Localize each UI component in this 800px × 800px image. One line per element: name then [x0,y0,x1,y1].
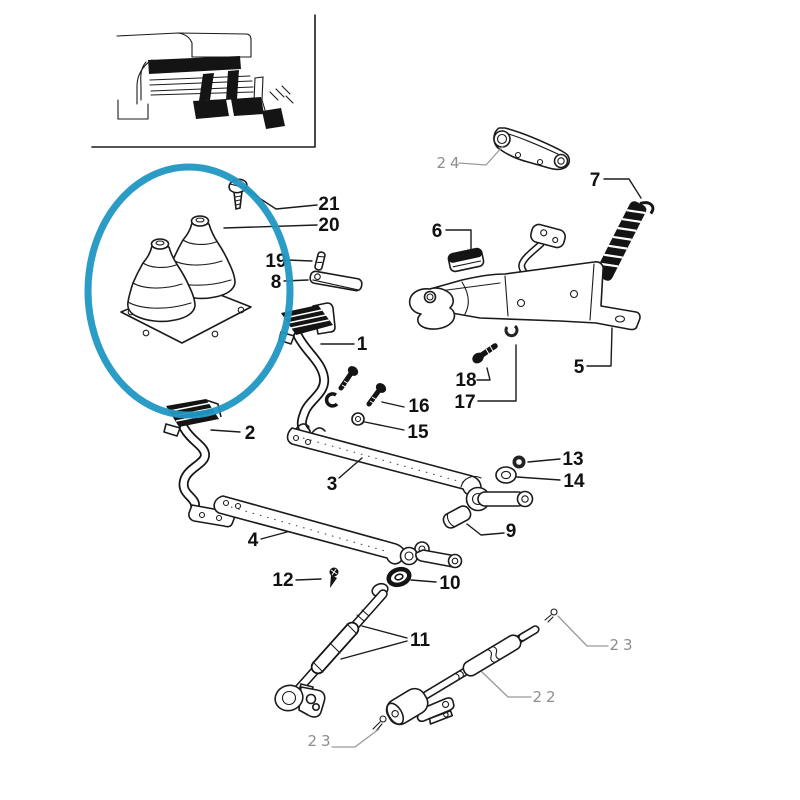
callout-11: 11 [410,630,431,651]
inset-hatch [269,85,294,104]
part-rod-11 [274,582,389,718]
leader-20 [223,224,318,229]
callout-7: 7 [590,170,601,191]
part-cotter-pin-23-upper [544,608,558,623]
leader-24 [458,145,504,166]
part-screw-12 [329,567,339,588]
leader-23-lower [331,728,380,748]
part-arm-3 [286,423,534,512]
callout-18: 18 [455,370,476,391]
part-bushing-9 [442,505,472,529]
inset-frame [91,14,316,148]
callout-20: 20 [318,215,339,236]
leader-7 [603,178,642,199]
inset-strap-left [199,73,214,101]
rod11-u-joint [274,683,326,718]
callout-15: 15 [407,422,429,443]
plate-hole [211,330,219,338]
callout-24: 24 [436,154,463,172]
inset-panel [177,32,252,58]
plate-hole [237,306,245,314]
callout-2: 2 [245,423,256,444]
callout-16: 16 [408,396,429,417]
inset-pad-left [193,99,229,119]
leader-11 [340,625,408,660]
rod22-fork [416,697,455,723]
part-bolt-group [324,366,387,426]
boot-left [127,238,196,323]
leader-15 [364,421,405,431]
callout-5: 5 [574,357,585,378]
leader-22 [481,671,532,698]
part-plate-8 [309,270,363,292]
part-clip-17 [504,324,519,338]
part-rod-22 [385,625,540,726]
part-washer-10 [386,566,412,588]
callout-8: 8 [271,272,282,293]
plate-hole [142,329,150,337]
part-arm-4 [213,495,463,569]
part-bolt-16 [366,383,387,407]
leader-13 [527,458,561,463]
part-washer-14 [495,466,517,484]
leader-14 [516,476,561,481]
leader-23-upper [557,615,609,647]
leader-19 [286,259,313,262]
callout-17: 17 [454,392,475,413]
leader-12 [295,578,322,581]
inset-fender [136,59,153,105]
callout-6: 6 [432,221,443,242]
part-bracket-5 [408,223,641,331]
inset-rails [149,75,254,96]
callout-14: 14 [563,471,585,492]
callout-12: 12 [272,570,293,591]
leader-lines [210,145,642,748]
leader-6 [445,229,472,252]
pedal2-tab [163,423,181,437]
bracket5-hook [408,287,456,330]
leader-5 [586,327,613,367]
leader-9 [466,523,505,536]
part-ring-13 [512,455,526,469]
part-nut-15 [351,412,365,426]
inset-small-pedal [262,108,285,129]
inset-bracket [117,99,149,120]
callout-19: 19 [265,251,286,272]
callout-13: 13 [562,449,583,470]
part-bolt-a [338,366,359,391]
leader-2 [210,429,241,433]
callout-22: 22 [532,688,559,706]
callout-3: 3 [327,474,338,495]
inset-thumbnail [91,14,316,148]
arm4-boss [399,546,419,566]
callout-23-upper: 23 [609,636,636,654]
part-bolt-18 [472,343,498,364]
callout-23-lower: 23 [307,732,334,750]
inset-pad-right [231,97,264,116]
leader-18 [476,367,491,381]
leader-17 [477,344,517,402]
inset-strap-right [226,70,239,100]
part-bracket-24 [493,127,571,171]
callout-21: 21 [318,194,340,215]
callout-9: 9 [506,521,517,542]
callout-labels: 1 2 3 4 5 6 7 8 9 10 11 12 13 14 15 16 1… [245,154,636,750]
callout-1: 1 [357,334,368,355]
callout-4: 4 [248,530,259,551]
leader-10 [410,579,437,583]
leader-4 [260,531,288,540]
callout-10: 10 [439,573,460,594]
part-pin-19 [314,251,326,271]
leader-16 [381,401,405,408]
part-boot-cover-20 [120,215,252,344]
inset-bracket-strip [253,76,266,111]
highlight-ellipse [84,163,294,419]
inset-dark-band [148,56,241,74]
inset-cowl-line [116,32,193,58]
part-pad-6 [447,247,485,273]
part-clip [324,392,339,408]
leader-3 [338,457,363,479]
